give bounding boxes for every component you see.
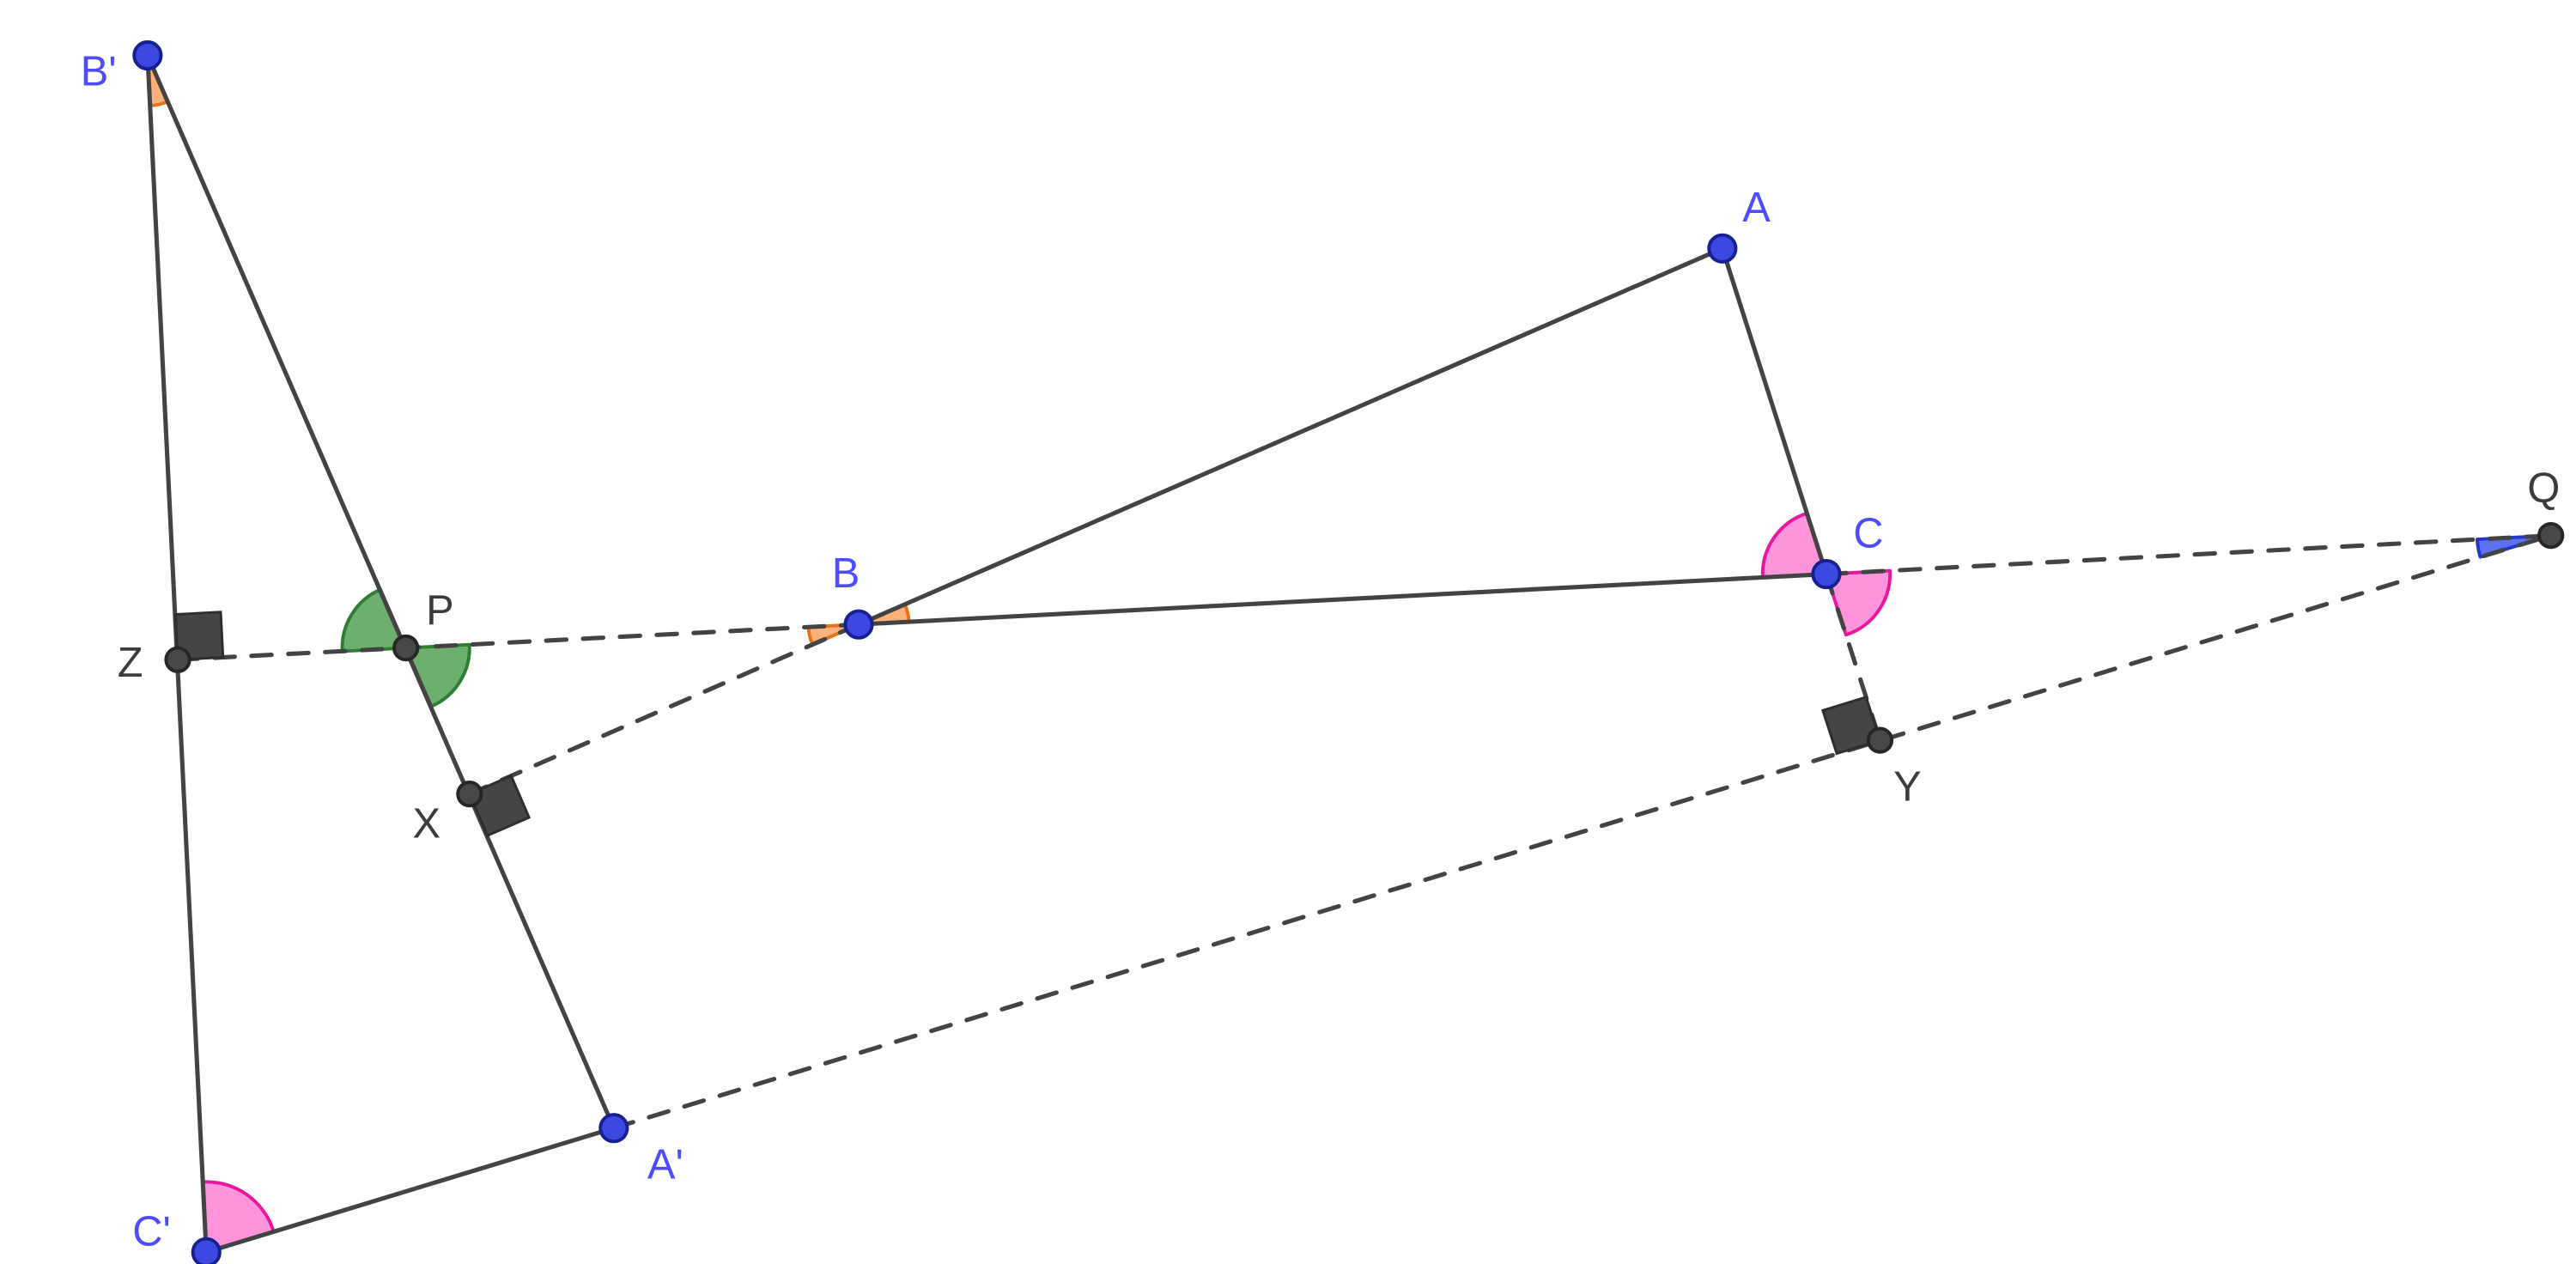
angle-at-P-lower: [404, 642, 471, 708]
right-angle-X: [467, 774, 532, 838]
point-Ap[interactable]: [598, 1113, 629, 1144]
point-Cp[interactable]: [191, 1237, 222, 1264]
point-B[interactable]: [843, 609, 874, 640]
right-angle-Y: [1821, 696, 1882, 756]
point-Y[interactable]: [1866, 726, 1894, 754]
segment-B-X[interactable]: [467, 622, 861, 797]
point-P[interactable]: [392, 634, 420, 662]
label-Ap: A': [647, 1141, 683, 1188]
segment-C-Q[interactable]: [1824, 533, 2554, 577]
segment-Ap-Q[interactable]: [611, 533, 2554, 1131]
segment-B-C[interactable]: [856, 572, 1829, 627]
label-X: X: [412, 800, 440, 847]
point-C[interactable]: [1811, 558, 1842, 590]
point-Q[interactable]: [2537, 521, 2565, 550]
label-P: P: [426, 587, 454, 634]
point-Bp[interactable]: [132, 40, 163, 71]
label-Y: Y: [1893, 763, 1922, 810]
angle-at-C-prime: [201, 1180, 276, 1255]
label-Q: Q: [2527, 465, 2560, 511]
right-angle-Z: [173, 611, 225, 661]
label-Bp: B': [81, 49, 117, 95]
point-X[interactable]: [456, 781, 483, 808]
point-A[interactable]: [1707, 233, 1738, 264]
label-Cp: C': [132, 1208, 171, 1255]
segment-Bp-Ap[interactable]: [145, 52, 617, 1131]
label-Z: Z: [118, 640, 143, 686]
label-B: B: [832, 550, 860, 597]
segment-A-C[interactable]: [1720, 246, 1829, 577]
segment-Cp-Ap[interactable]: [204, 1126, 617, 1255]
label-C: C: [1853, 510, 1883, 556]
point-Z[interactable]: [164, 646, 191, 673]
segment-Z-B[interactable]: [175, 622, 861, 662]
angle-at-P-upper: [340, 587, 408, 653]
segment-A-B[interactable]: [856, 246, 1725, 627]
label-A: A: [1742, 185, 1771, 231]
